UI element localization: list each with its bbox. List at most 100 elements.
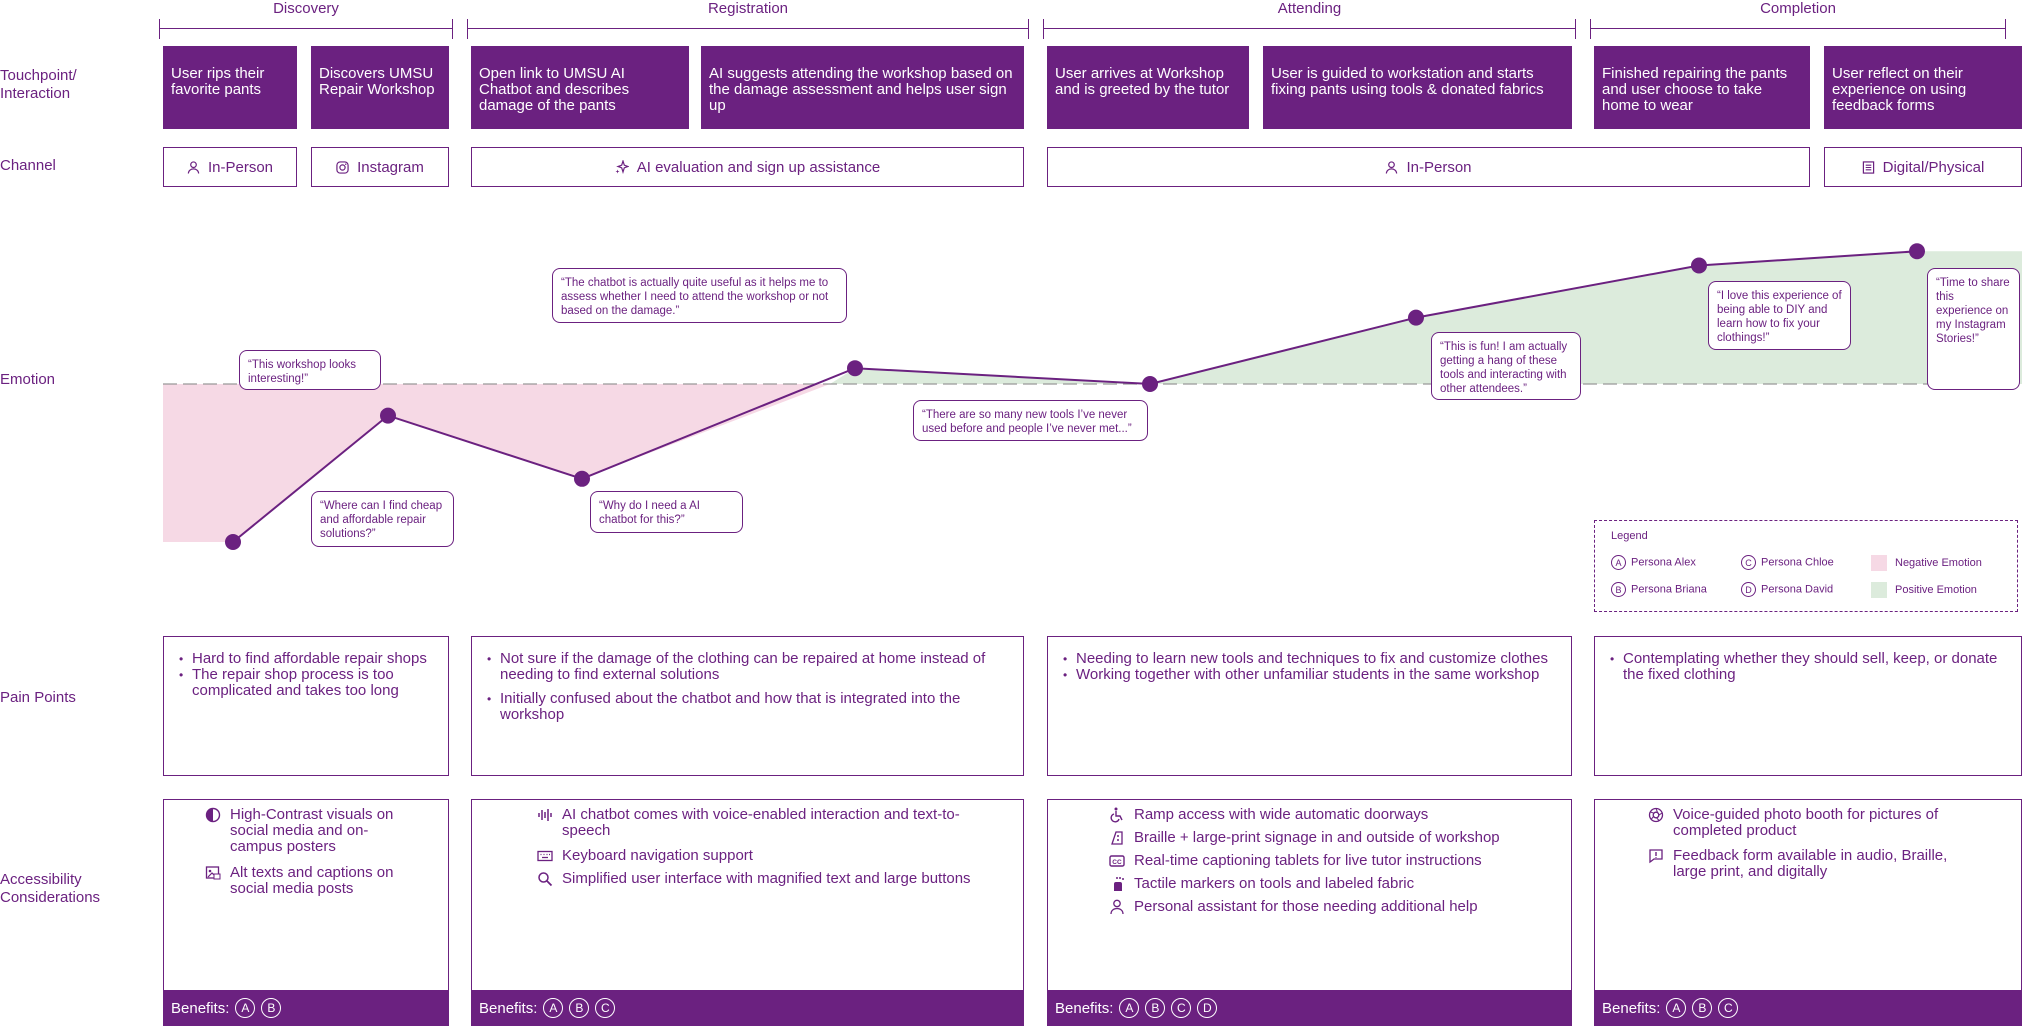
phase-bracket <box>467 19 1029 42</box>
benefit-persona-badge: C <box>595 998 616 1018</box>
emotion-point <box>1691 257 1707 274</box>
person-icon <box>1386 160 1398 174</box>
accessibility-registration: AI chatbot comes with voice-enabled inte… <box>471 799 1024 1026</box>
accessibility-item: Braille + large-print signage in and out… <box>1111 830 1554 846</box>
keyboard-icon <box>537 850 553 862</box>
instagram-icon <box>336 160 349 174</box>
benefit-persona-badge: B <box>569 998 590 1018</box>
pain-points-discovery: Hard to find affordable repair shopsThe … <box>163 636 449 776</box>
touchpoint-card: Finished repairing the pants and user ch… <box>1594 46 1810 129</box>
tactile-hand-icon <box>1114 877 1124 891</box>
pain-point: Initially confused about the chatbot and… <box>487 691 1013 723</box>
positive-swatch <box>1871 582 1887 598</box>
accessibility-item: Keyboard navigation support <box>537 848 972 864</box>
accessibility-item: AI chatbot comes with voice-enabled inte… <box>538 807 972 839</box>
benefit-persona-badge: B <box>1145 998 1166 1018</box>
touchpoint-card: Open link to UMSU AI Chatbot and describ… <box>471 46 689 129</box>
channel-label: In-Person <box>1406 158 1472 176</box>
channel-in-person: In-Person <box>1047 147 1810 187</box>
emotion-point <box>1408 309 1424 326</box>
accessibility-item: Alt texts and captions on social media p… <box>205 865 400 897</box>
emotion-quote: “Why do I need a AI chatbot for this?” <box>590 491 743 533</box>
braille-icon <box>1111 831 1123 845</box>
emotion-quote: “The chatbot is actually quite useful as… <box>552 268 847 323</box>
person-icon <box>187 160 200 174</box>
pain-points-registration: Not sure if the damage of the clothing c… <box>471 636 1024 776</box>
emotion-point <box>1909 243 1925 260</box>
benefits-label: Benefits: <box>1602 999 1661 1017</box>
legend-positive-emotion: Positive Emotion <box>1871 582 1977 598</box>
legend-negative-emotion: Negative Emotion <box>1871 555 1982 571</box>
touchpoint-card: User reflect on their experience on usin… <box>1824 46 2022 129</box>
channel-label: In-Person <box>207 158 274 176</box>
channel-instagram: Instagram <box>311 147 449 187</box>
channel-label: AI evaluation and sign up assistance <box>636 158 881 176</box>
legend-title: Legend <box>1611 530 1648 542</box>
phase-title-completion: Completion <box>1760 0 1836 17</box>
camera-shutter-icon <box>1648 807 1664 823</box>
sparkle-icon <box>615 160 629 174</box>
pain-point: Working together with other unfamiliar s… <box>1063 667 1561 684</box>
emotion-quote: “I love this experience of being able to… <box>1708 281 1851 350</box>
benefits-bar-completion: Benefits: A B C <box>1594 990 2022 1026</box>
pain-point: The repair shop process is too complicat… <box>179 667 438 699</box>
benefit-persona-badge: C <box>1171 998 1192 1018</box>
emotion-point <box>847 360 863 377</box>
emotion-quote: “This workshop looks interesting!” <box>239 350 381 390</box>
emotion-point <box>1142 376 1158 392</box>
pain-point: Not sure if the damage of the clothing c… <box>487 651 1013 683</box>
accessibility-discovery: High-Contrast visuals on social media an… <box>163 799 449 1026</box>
benefit-persona-badge: A <box>1119 998 1140 1018</box>
phase-bracket <box>159 19 453 42</box>
wheelchair-icon <box>1110 807 1123 823</box>
negative-swatch <box>1871 555 1887 571</box>
contrast-icon <box>205 807 221 823</box>
negative-emotion-area <box>163 384 830 542</box>
emotion-quote: “Where can I find cheap and affordable r… <box>311 491 454 547</box>
row-label-pain-points: Pain Points <box>0 689 76 706</box>
pain-points-completion: Contemplating whether they should sell, … <box>1594 636 2022 776</box>
row-label-channel: Channel <box>0 157 56 174</box>
accessibility-item: Voice-guided photo booth for pictures of… <box>1648 807 1973 839</box>
cc-icon: CC <box>1109 855 1125 867</box>
touchpoint-card: User rips their favorite pants <box>163 46 297 129</box>
benefit-persona-badge: C <box>1718 998 1739 1018</box>
emotion-line <box>232 250 1918 543</box>
accessibility-item: CC Real-time captioning tablets for live… <box>1109 853 1554 869</box>
accessibility-attending: Ramp access with wide automatic doorways… <box>1047 799 1572 1026</box>
phase-bracket <box>1590 19 2006 42</box>
accessibility-item: Personal assistant for those needing add… <box>1110 899 1554 915</box>
benefit-persona-badge: A <box>1666 998 1687 1018</box>
accessibility-item: Feedback form available in audio, Braill… <box>1649 848 1973 880</box>
touchpoint-card: User arrives at Workshop and is greeted … <box>1047 46 1249 129</box>
emotion-quote: “Time to share this experience on my Ins… <box>1927 268 2020 390</box>
phase-title-registration: Registration <box>707 0 789 17</box>
channel-digital-physical: Digital/Physical <box>1824 147 2022 187</box>
emotion-point <box>380 407 396 424</box>
channel-label: Digital/Physical <box>1882 158 1985 176</box>
emotion-point <box>574 470 590 487</box>
benefits-bar-discovery: Benefits: A B <box>163 990 449 1026</box>
benefits-bar-registration: Benefits: A B C <box>471 990 1024 1026</box>
accessibility-item: Simplified user interface with magnified… <box>538 871 992 887</box>
pain-point: Hard to find affordable repair shops <box>179 651 438 668</box>
phase-bracket <box>1043 19 1576 42</box>
channel-ai-assistance: AI evaluation and sign up assistance <box>471 147 1024 187</box>
benefit-persona-badge: A <box>235 998 256 1018</box>
accessibility-item: Ramp access with wide automatic doorways <box>1110 807 1554 823</box>
touchpoint-card: Discovers UMSU Repair Workshop <box>311 46 449 129</box>
accessibility-item: Tactile markers on tools and labeled fab… <box>1114 876 1554 892</box>
image-caption-icon <box>205 866 221 880</box>
emotion-point <box>225 534 241 550</box>
feedback-icon <box>1649 849 1663 864</box>
magnifier-icon <box>538 872 553 887</box>
svg-text:CC: CC <box>1112 859 1122 866</box>
phase-title-discovery: Discovery <box>273 0 339 17</box>
benefit-persona-badge: B <box>261 998 282 1018</box>
phase-title-attending: Attending <box>1277 0 1342 17</box>
